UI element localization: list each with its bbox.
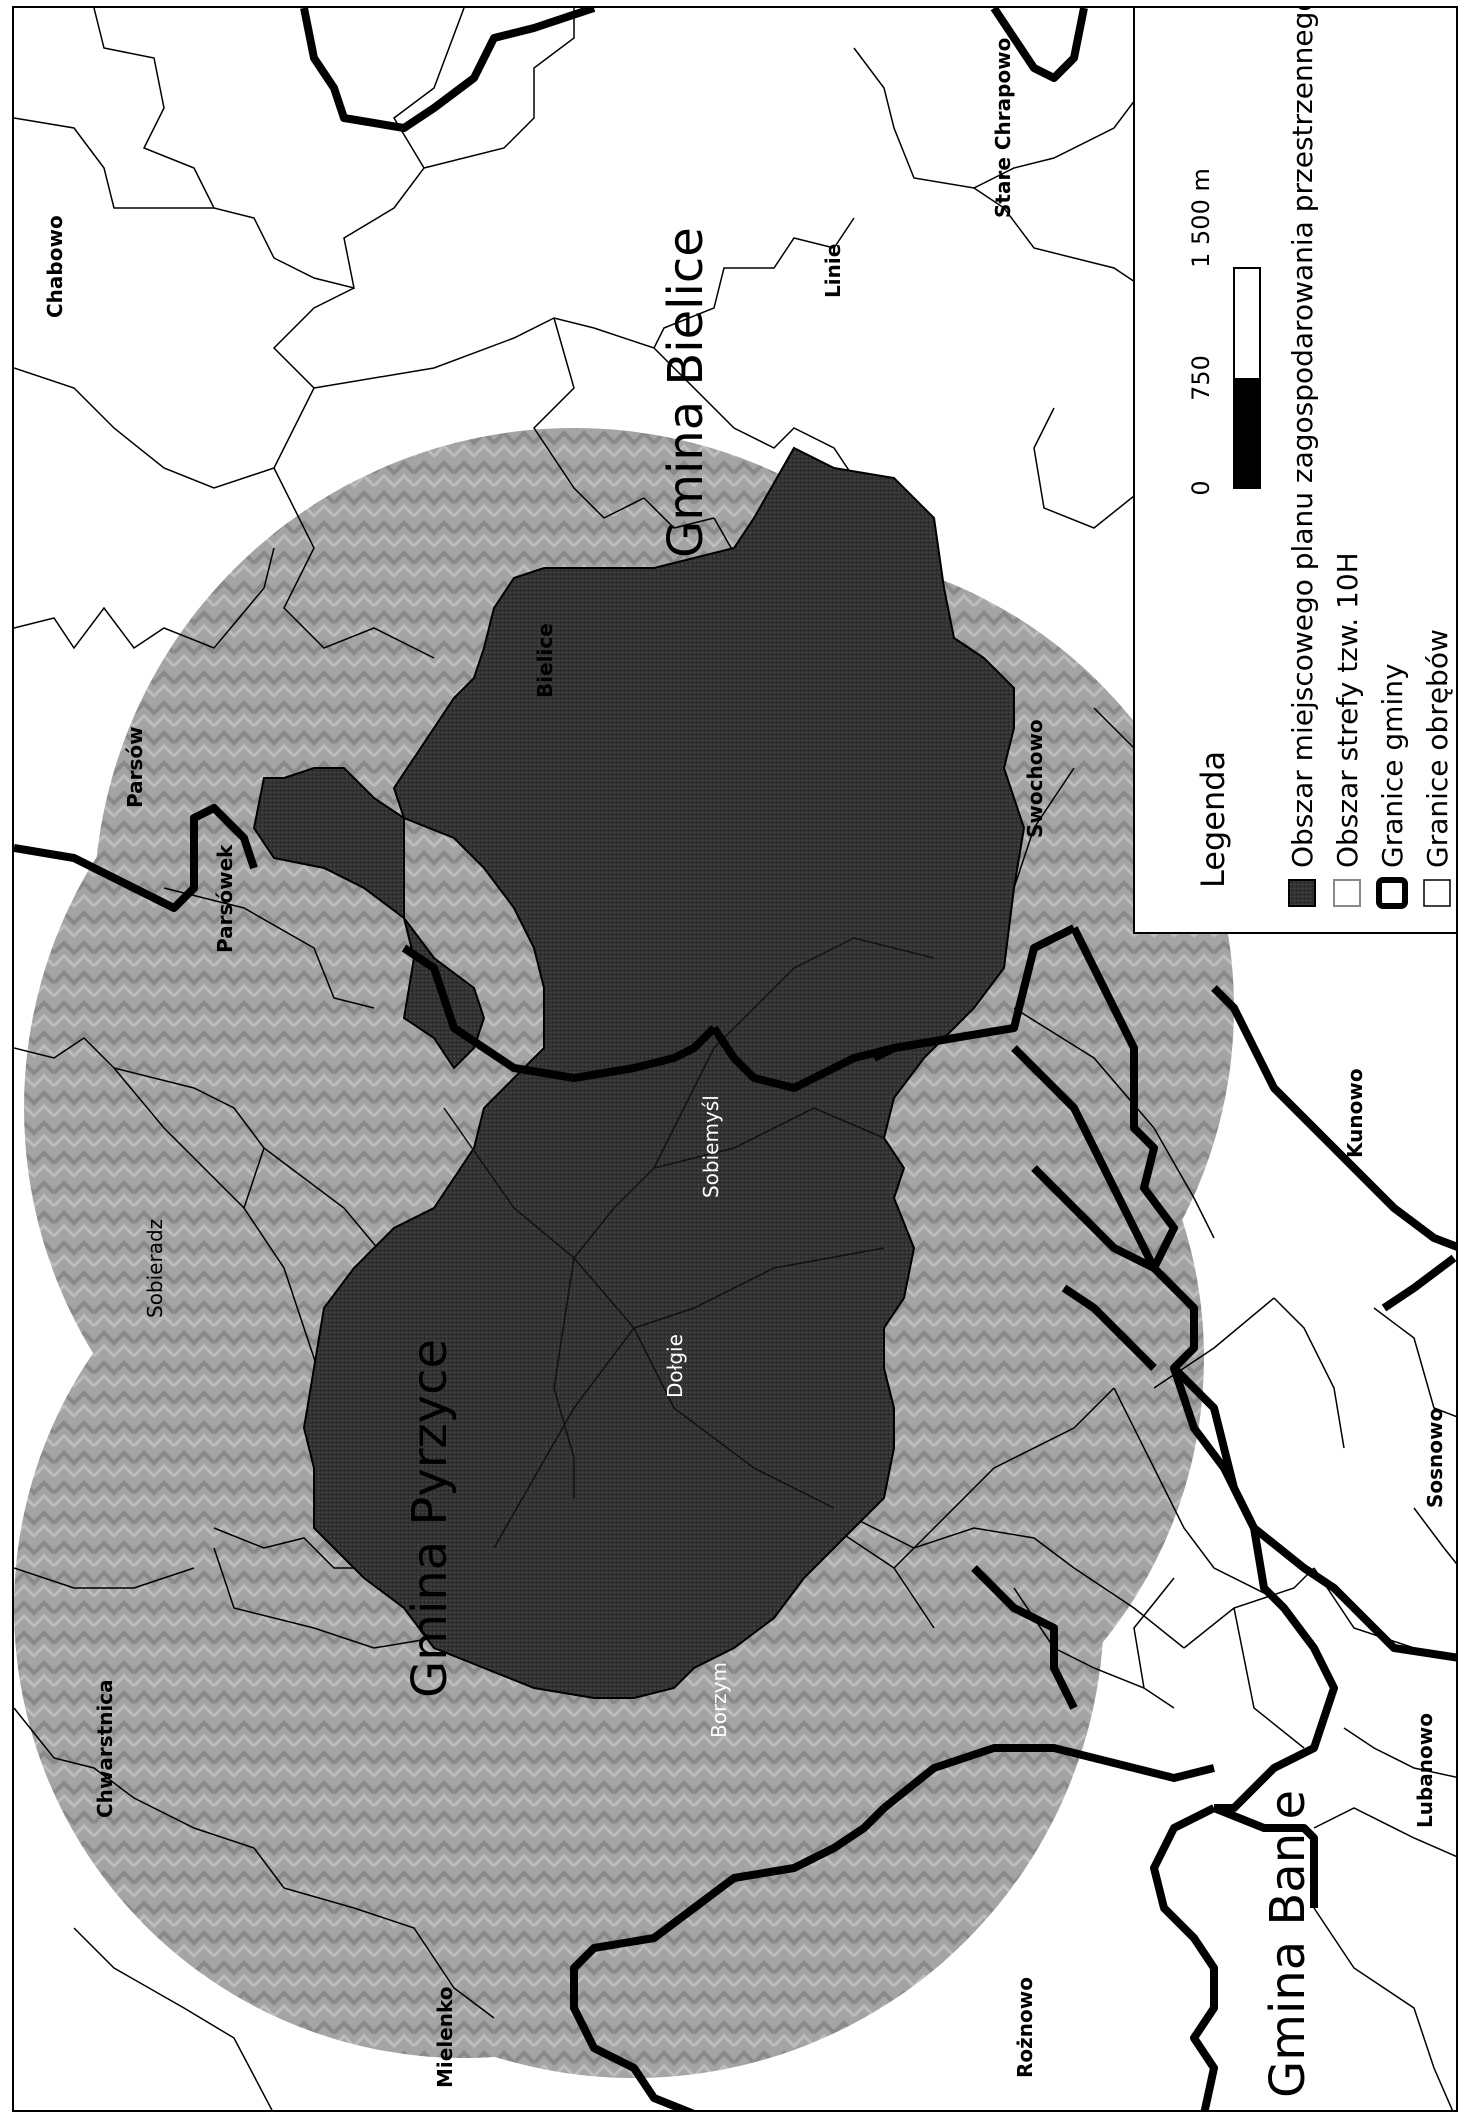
precinct-label-borzym: Borzym <box>707 1662 731 1738</box>
precinct-label-lubanowo: Lubanowo <box>1413 1713 1437 1828</box>
scale-tick-750: 750 <box>1187 355 1215 401</box>
scale-bar: 0 750 1 500 m <box>1187 168 1261 496</box>
precinct-label-chabowo: Chabowo <box>43 215 67 318</box>
legend-swatch-precinct-border <box>1423 879 1451 907</box>
precinct-label-sobieradz: Sobieradz <box>143 1219 167 1318</box>
legend-box: 0 750 1 500 m Legenda Obszar miejscowego… <box>1133 8 1456 934</box>
precinct-label-linie: Linie <box>821 244 845 298</box>
plan-area-north-lobe <box>252 767 486 1070</box>
commune-label-pyrzyce: Gmina Pyrzyce <box>402 1339 458 1698</box>
legend-label-plan-area: Obszar miejscowego planu zagospodarowani… <box>1286 8 1319 868</box>
legend-title: Legenda <box>1194 751 1232 888</box>
precinct-label-roznowo: Rożnowo <box>1013 1977 1037 2078</box>
legend-label-precinct-border: Granice obrębów <box>1421 629 1454 868</box>
commune-label-bielice: Gmina Bielice <box>658 227 714 558</box>
precinct-label-parsow: Parsów <box>123 726 147 808</box>
commune-label-banie: Gmina Banie <box>1260 1790 1316 2098</box>
legend-swatch-zone-10h <box>1333 879 1361 907</box>
precinct-label-bielice: Bielice <box>533 623 557 698</box>
map-frame: 0 750 1 500 m Legenda Obszar miejscowego… <box>12 6 1458 2112</box>
legend-label-commune-border: Granice gminy <box>1376 663 1409 868</box>
precinct-label-kunowo: Kunowo <box>1343 1068 1367 1158</box>
legend-label-zone-10h: Obszar strefy tzw. 10H <box>1331 552 1364 868</box>
scale-tick-0: 0 <box>1187 480 1215 495</box>
precinct-label-chwarstnica: Chwarstnica <box>93 1679 117 1818</box>
precinct-label-sobiemysl: Sobiemyśl <box>699 1095 723 1198</box>
precinct-label-dolna: Dołgie <box>663 1334 687 1398</box>
commune-borders <box>14 8 1456 2110</box>
scale-tick-1500: 1 500 m <box>1187 168 1215 268</box>
map-canvas[interactable]: 0 750 1 500 m Legenda Obszar miejscowego… <box>14 8 1458 2112</box>
legend-swatch-plan-area <box>1288 879 1316 907</box>
precinct-label-stare-chrapowo: Stare Chrapowo <box>991 38 1015 218</box>
plan-area <box>302 446 1026 1699</box>
precinct-label-swochowo: Swochowo <box>1023 719 1047 838</box>
precinct-borders-inner <box>443 937 935 1549</box>
legend-swatch-commune-border <box>1376 877 1408 909</box>
precinct-label-mielenko: Mielenko <box>433 1987 457 2088</box>
precinct-label-parsowek: Parsówek <box>213 844 237 953</box>
precinct-label-sosnowo: Sosnowo <box>1423 1408 1447 1508</box>
